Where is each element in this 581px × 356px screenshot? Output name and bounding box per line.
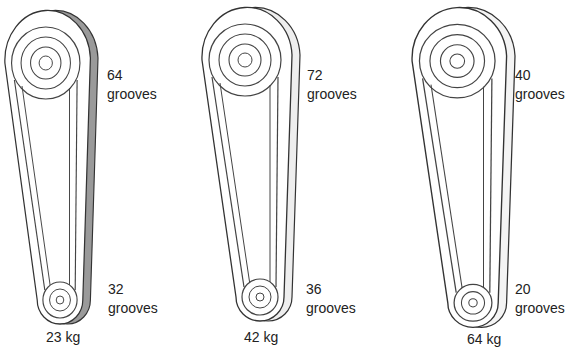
- groove-count-label: 64 grooves: [107, 66, 165, 104]
- weight-label: 23 kg: [46, 328, 80, 347]
- groove-count-label: 40 grooves: [515, 66, 573, 104]
- weight-label: 42 kg: [244, 328, 278, 347]
- groove-count-label: 32 grooves: [108, 280, 166, 318]
- groove-count-label: 20 grooves: [515, 280, 573, 318]
- weight-label: 64 kg: [467, 330, 501, 349]
- groove-count-label: 72 grooves: [307, 66, 365, 104]
- groove-count-label: 36 grooves: [306, 280, 364, 318]
